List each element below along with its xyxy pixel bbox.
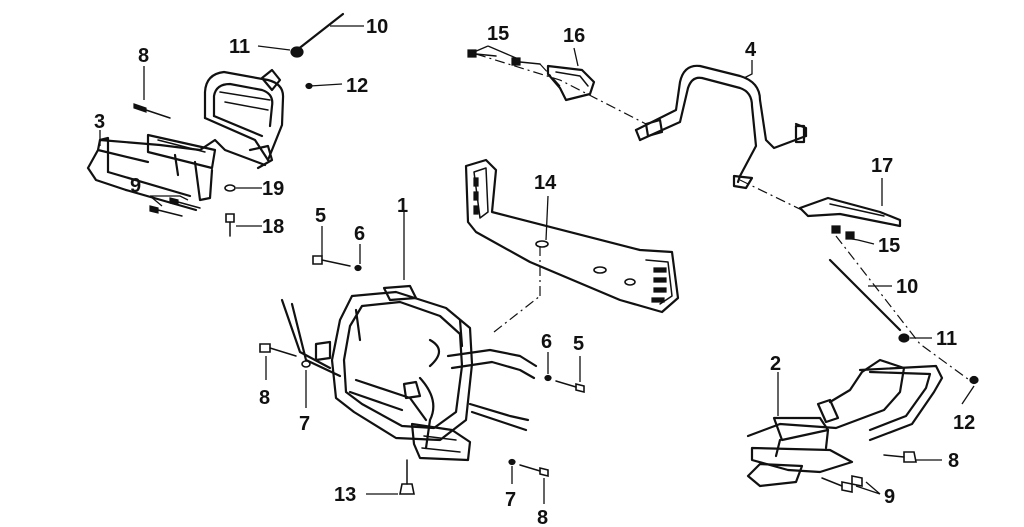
callout-15-top: 15 xyxy=(487,23,509,45)
callout-11-right: 11 xyxy=(936,328,957,350)
callout-9-right: 9 xyxy=(884,486,895,508)
callout-9-left: 9 xyxy=(130,175,141,197)
callout-12-right: 12 xyxy=(953,412,975,434)
callout-16: 16 xyxy=(563,25,585,47)
callout-labels: 1 2 3 4 5 5 6 6 7 7 8 8 8 8 9 9 10 10 11… xyxy=(94,16,975,527)
front-bumper-bar xyxy=(634,64,808,190)
callout-17: 17 xyxy=(871,155,893,177)
frame-fasteners xyxy=(259,255,585,495)
callout-8-bottom: 8 xyxy=(537,507,548,527)
callout-6-left: 6 xyxy=(354,223,365,245)
callout-5-right: 5 xyxy=(573,333,584,355)
callout-12-top: 12 xyxy=(346,75,368,97)
callout-8-left: 8 xyxy=(259,387,270,409)
callout-7-left: 7 xyxy=(299,413,310,435)
callout-10-right: 10 xyxy=(896,276,918,298)
rear-rack-assembly xyxy=(86,68,285,212)
bumper-brackets xyxy=(467,49,902,240)
callout-8-top-left: 8 xyxy=(138,45,149,67)
assembly-lines xyxy=(475,53,973,383)
callout-8-right: 8 xyxy=(948,450,959,472)
callout-14: 14 xyxy=(534,172,557,194)
front-rack-assembly xyxy=(746,358,944,488)
callout-2: 2 xyxy=(770,353,781,375)
callout-13: 13 xyxy=(334,484,356,506)
callout-leaders xyxy=(99,25,975,504)
front-frame-assembly xyxy=(280,284,538,462)
callout-3: 3 xyxy=(94,111,105,133)
callout-10-top: 10 xyxy=(366,16,388,38)
callout-15-right: 15 xyxy=(878,235,900,257)
callout-11-top: 11 xyxy=(229,36,250,58)
callout-5-left: 5 xyxy=(315,205,326,227)
callout-19: 19 xyxy=(262,178,284,200)
rear-rack-fasteners xyxy=(133,12,345,237)
skid-plate xyxy=(464,158,680,314)
callout-4: 4 xyxy=(745,39,757,61)
callout-18: 18 xyxy=(262,216,284,238)
callout-1: 1 xyxy=(397,195,408,217)
front-rack-fasteners xyxy=(821,258,979,493)
callout-7-bottom: 7 xyxy=(505,489,516,511)
callout-6-right: 6 xyxy=(541,331,552,353)
